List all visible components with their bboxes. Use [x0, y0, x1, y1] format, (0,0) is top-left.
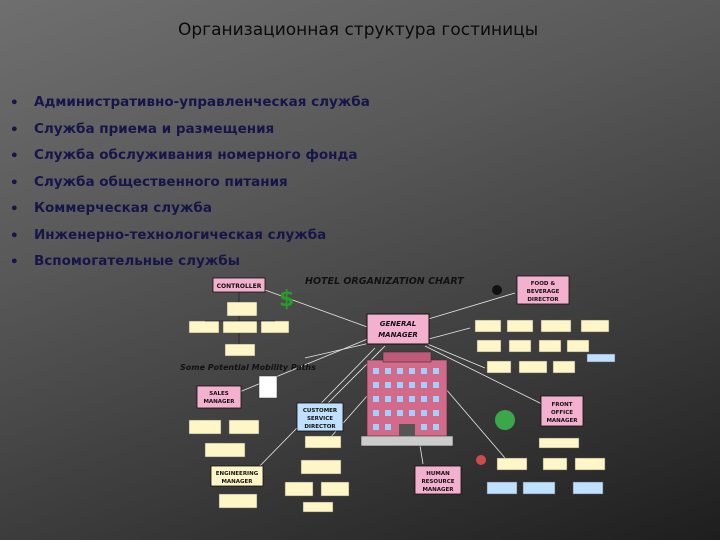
bullet-dot-icon: • — [10, 121, 19, 138]
controller-sub-box — [188, 320, 220, 334]
front-office-manager-box: FRONT OFFICE MANAGER — [540, 395, 584, 427]
chef-figure-icon — [492, 285, 502, 295]
svg-text:MANAGER: MANAGER — [378, 331, 418, 339]
plant-icon — [495, 410, 515, 430]
customer-service-director-box: CUSTOMER SERVICE DIRECTOR — [296, 402, 344, 432]
svg-text:ENGINEERING: ENGINEERING — [216, 471, 259, 477]
controller-sub-box — [260, 320, 290, 334]
chart-subtitle: Some Potential Mobility Paths — [180, 363, 316, 372]
controller-sub-box — [226, 301, 258, 317]
housekeeping-sub-boxes — [284, 435, 350, 513]
presentation-board-icon — [258, 375, 278, 399]
food-beverage-sub-boxes — [474, 319, 610, 374]
svg-text:MANAGER: MANAGER — [422, 487, 454, 493]
svg-text:FRONT: FRONT — [551, 402, 572, 408]
svg-text:GENERAL: GENERAL — [380, 320, 416, 328]
bullet-dot-icon: • — [10, 95, 19, 111]
bellhop-figure-icon — [476, 455, 486, 465]
engineering-manager-box: ENGINEERING MANAGER — [210, 465, 264, 487]
service-sub-box — [586, 353, 616, 363]
sales-sub-box — [228, 419, 260, 435]
svg-text:MANAGER: MANAGER — [221, 479, 253, 485]
front-office-service-boxes — [486, 481, 604, 495]
bullet-dot-icon: • — [10, 148, 19, 164]
hotel-building-icon — [360, 351, 454, 447]
bullet-dot-icon: • — [10, 227, 19, 244]
svg-text:SERVICE: SERVICE — [307, 416, 333, 422]
svg-text:SALES: SALES — [209, 391, 228, 397]
controller-sub-box — [222, 320, 258, 334]
hotel-org-chart: HOTEL ORGANIZATION CHART Some Potential … — [180, 275, 616, 513]
bullet-dot-icon: • — [10, 254, 19, 270]
controller-box: CONTROLLER — [212, 277, 266, 293]
svg-text:MANAGER: MANAGER — [203, 399, 235, 405]
engineering-sub-box — [218, 493, 258, 509]
human-resource-manager-box: HUMAN RESOURCE MANAGER — [414, 465, 462, 495]
svg-text:MANAGER: MANAGER — [546, 418, 578, 424]
bullet-dot-icon: • — [10, 174, 19, 191]
svg-text:DIRECTOR: DIRECTOR — [527, 297, 559, 303]
svg-text:DIRECTOR: DIRECTOR — [304, 424, 336, 430]
chart-title: HOTEL ORGANIZATION CHART — [305, 276, 465, 287]
front-office-sub-boxes — [496, 437, 606, 471]
bullet-dot-icon: • — [10, 201, 19, 217]
sales-sub-box — [188, 419, 222, 435]
dollar-icon: $ — [279, 287, 294, 312]
svg-text:FOOD &: FOOD & — [531, 281, 556, 287]
sales-manager-box: SALES MANAGER — [196, 385, 242, 409]
svg-text:BEVERAGE: BEVERAGE — [527, 289, 560, 295]
svg-text:CONTROLLER: CONTROLLER — [217, 283, 262, 290]
food-beverage-director-box: FOOD & BEVERAGE DIRECTOR — [516, 275, 570, 305]
sales-sub-box — [204, 442, 246, 458]
general-manager-box: GENERAL MANAGER — [366, 313, 430, 345]
slide-title: Организационная структура гостиницы — [178, 20, 539, 40]
svg-text:RESOURCE: RESOURCE — [421, 479, 454, 485]
svg-text:HUMAN: HUMAN — [426, 471, 450, 477]
svg-text:CUSTOMER: CUSTOMER — [303, 408, 338, 414]
controller-sub-box — [224, 343, 256, 357]
svg-text:OFFICE: OFFICE — [551, 410, 573, 416]
